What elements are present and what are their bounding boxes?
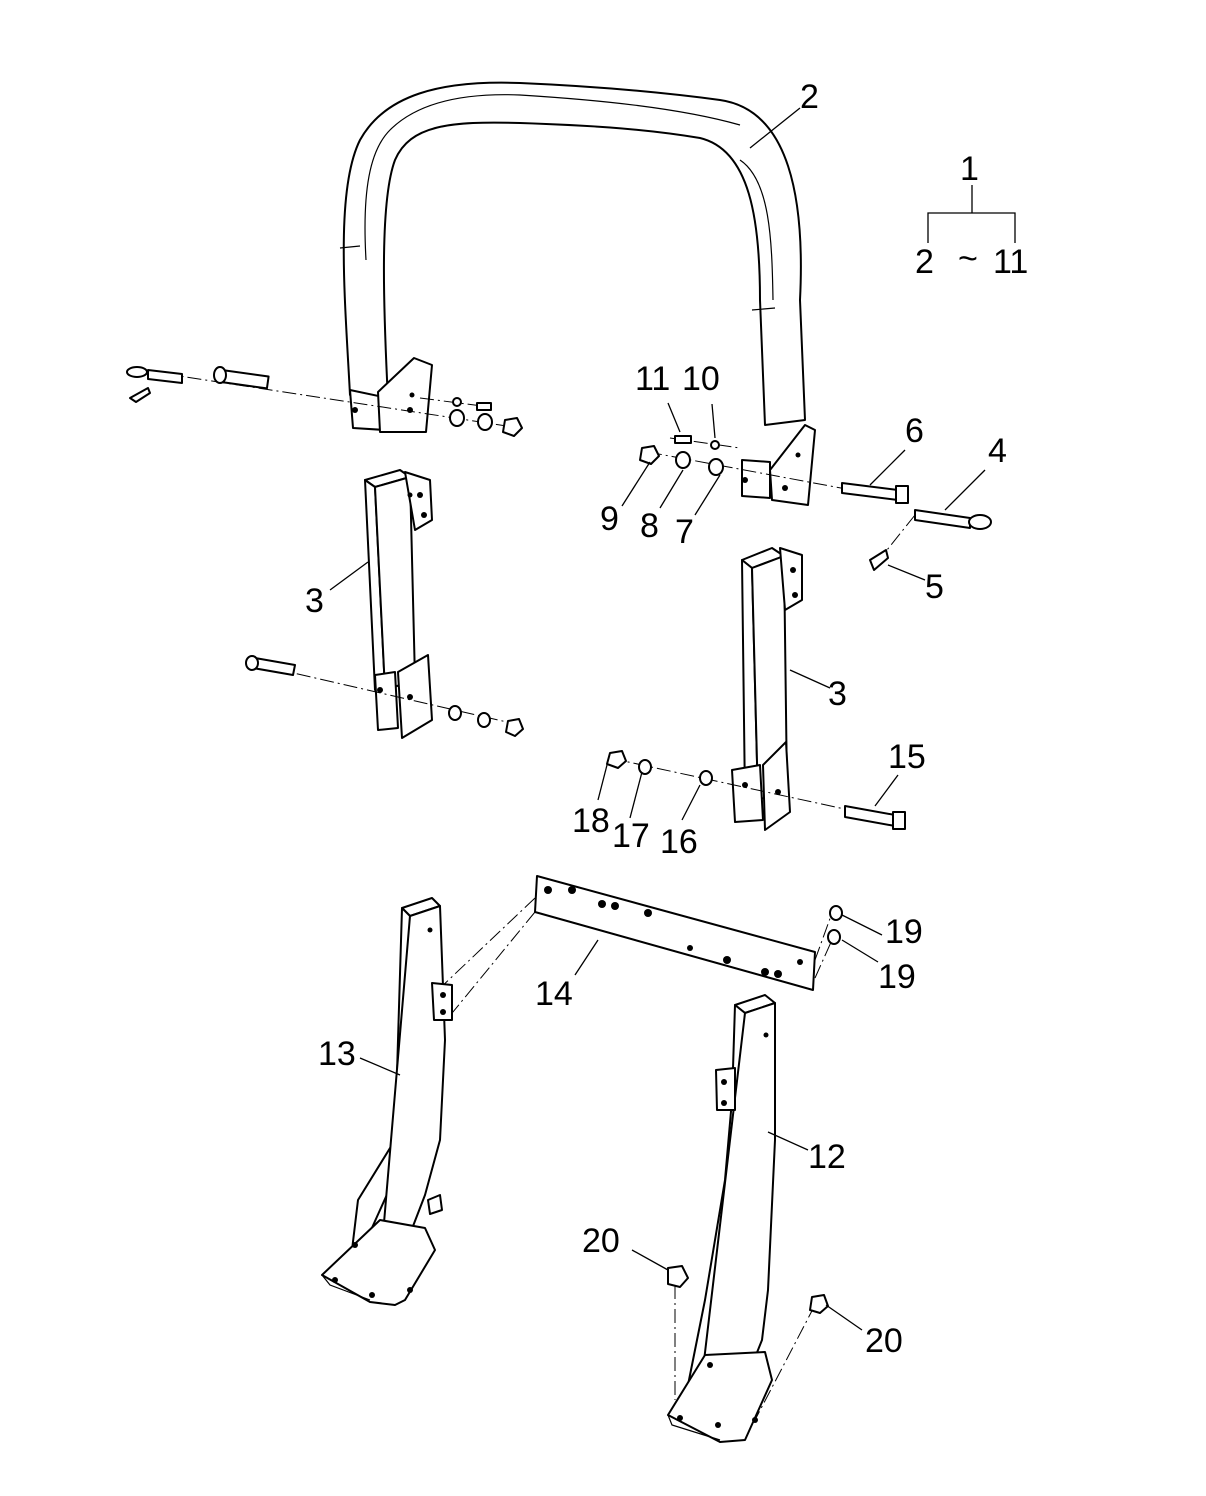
top-left-fasteners — [126, 366, 523, 437]
callout-10: 10 — [682, 360, 720, 398]
callout-1-range-to: 11 — [993, 243, 1028, 281]
callout-4: 4 — [988, 432, 1007, 470]
upright-post-right — [606, 547, 906, 831]
callout-14: 14 — [535, 975, 573, 1013]
callout-18: 18 — [572, 802, 610, 840]
callout-9: 9 — [600, 500, 619, 538]
cross-plate — [437, 875, 843, 1019]
leader-lines — [329, 107, 1016, 1331]
callout-12: 12 — [808, 1138, 846, 1176]
callout-15: 15 — [888, 738, 926, 776]
top-right-fasteners — [639, 435, 992, 571]
callout-20-left: 20 — [582, 1222, 620, 1260]
callout-2: 2 — [800, 78, 819, 116]
callout-19-top: 19 — [885, 913, 923, 951]
callout-20-right: 20 — [865, 1322, 903, 1360]
callout-3-left: 3 — [305, 582, 324, 620]
callout-13: 13 — [318, 1035, 356, 1073]
roll-bar-hoop — [339, 81, 816, 506]
upright-post-left — [245, 469, 524, 739]
callout-1: 1 — [960, 150, 979, 188]
callout-17: 17 — [612, 817, 650, 855]
lower-leg-right — [667, 994, 829, 1443]
callout-labels: 1 2 ~ 11 2 3 3 4 5 6 7 8 9 10 11 12 13 1… — [305, 78, 1028, 1360]
callout-1-range-from: 2 — [915, 243, 934, 281]
callout-16: 16 — [660, 823, 698, 861]
lower-leg-left — [321, 897, 453, 1306]
callout-11: 11 — [635, 360, 670, 398]
callout-7: 7 — [675, 513, 694, 551]
callout-19-bottom: 19 — [878, 958, 916, 996]
callout-8: 8 — [640, 507, 659, 545]
callout-5: 5 — [925, 568, 944, 606]
callout-3-right: 3 — [828, 675, 847, 713]
callout-1-range-separator: ~ — [958, 240, 978, 278]
callout-6: 6 — [905, 412, 924, 450]
